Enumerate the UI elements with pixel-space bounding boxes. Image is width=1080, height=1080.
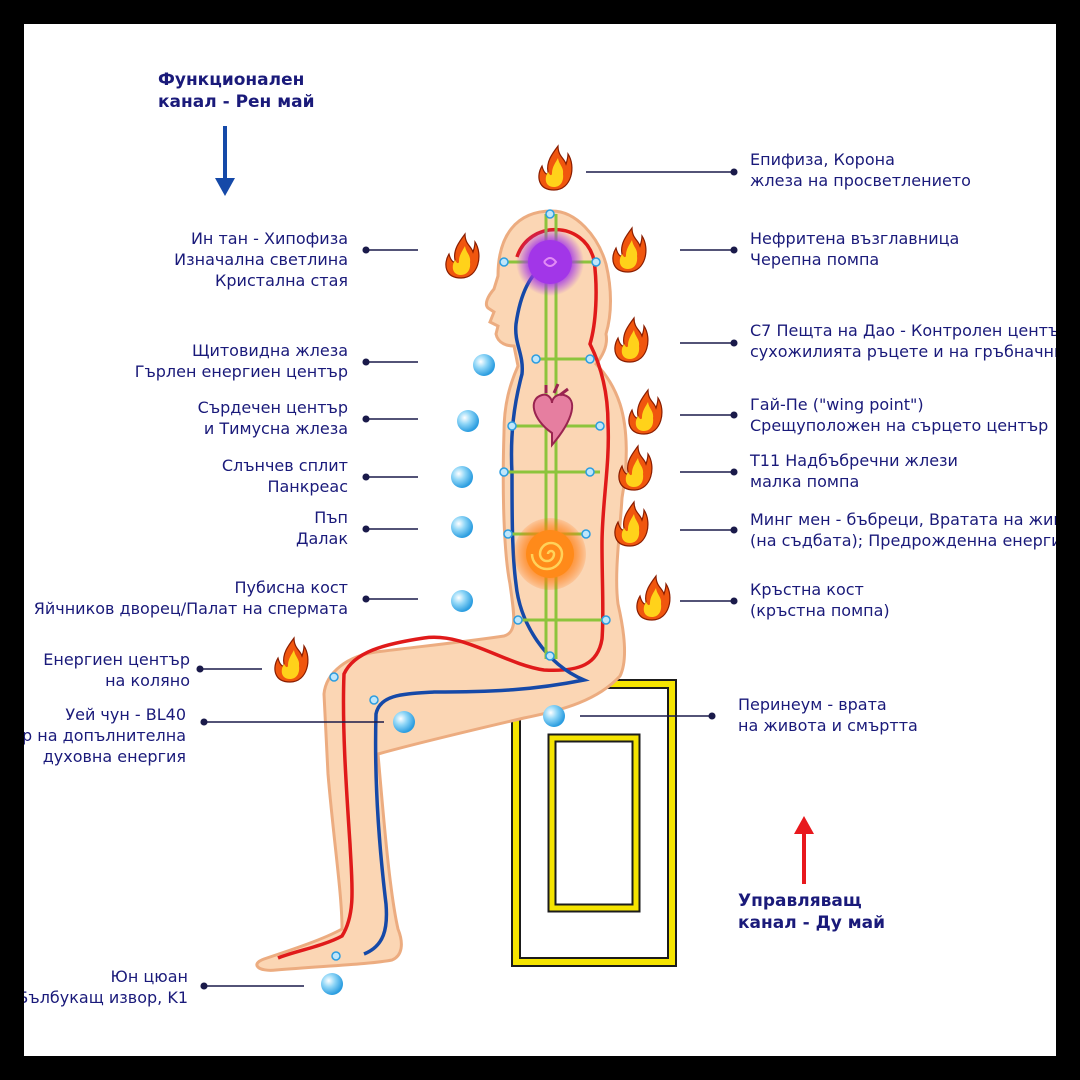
governing-channel-line2: канал - Ду май <box>738 913 885 933</box>
label-navel: Пъп Далак <box>296 508 348 548</box>
flame-icon-t11 <box>618 444 653 491</box>
flame-icon-pituitary <box>445 232 480 279</box>
label-heart-center: Сърдечен център и Тимусна жлеза <box>197 398 348 438</box>
leader-lines <box>196 168 738 990</box>
governing-up-arrow <box>794 816 814 884</box>
label-pubic-bone: Пубисна кост Яйчников дворец/Палат на сп… <box>33 578 348 618</box>
functional-channel-line2: канал - Рен май <box>158 92 315 112</box>
label-t11: T11 Надбъбречни жлези малка помпа <box>750 451 958 491</box>
flame-icon-ming-men <box>614 500 649 547</box>
label-k1: Юн цюан Бълбукащ извор, K1 <box>24 967 188 1007</box>
label-perineum: Перинеум - врата на живота и смъртта <box>738 695 918 735</box>
flame-icon-c7 <box>614 316 649 363</box>
foot-point <box>321 973 343 995</box>
functional-channel-heading: Функционален канал - Рен май <box>158 69 315 113</box>
label-jade-pillow: Нефритена възглавница Черепна помпа <box>750 229 960 269</box>
diagram-art <box>196 126 814 995</box>
governing-channel-line1: Управляващ <box>738 891 862 911</box>
label-pituitary: Ин тан - Хипофиза Изначална светлина Кри… <box>174 229 348 290</box>
label-solar-plexus: Слънчев сплит Панкреас <box>221 456 348 496</box>
heart-icon <box>532 383 573 448</box>
energy-points <box>321 354 565 995</box>
governing-channel-line <box>277 227 611 960</box>
heart-point <box>457 410 479 432</box>
perineum-point <box>543 705 565 727</box>
flames <box>274 144 671 683</box>
throat-point <box>473 354 495 376</box>
channel-points <box>329 209 611 961</box>
flame-icon-sacrum <box>636 574 671 621</box>
knee-back-point <box>393 711 415 733</box>
flame-icon-knee <box>274 636 309 683</box>
label-pineal: Епифиза, Корона жлеза на просветлението <box>750 150 971 190</box>
label-knee-center: Енергиен център на коляно <box>43 650 190 690</box>
flame-icon-jade-pillow <box>612 226 647 273</box>
functional-channel-line1: Функционален <box>158 70 305 90</box>
navel-swirl <box>514 518 586 590</box>
diagram-frame: Функционален канал - Рен май Управляващ … <box>24 24 1056 1056</box>
functional-channel-line <box>363 262 590 956</box>
flame-icon-crown <box>538 144 573 191</box>
pubic-point <box>451 590 473 612</box>
label-ming-men: Минг мен - бъбреци, Вратата на живота (н… <box>750 510 1056 550</box>
governing-channel-heading: Управляващ канал - Ду май <box>738 890 885 934</box>
pituitary-aura <box>516 228 584 296</box>
navel-point <box>451 516 473 538</box>
solar-plexus-point <box>451 466 473 488</box>
stool <box>511 679 677 967</box>
label-c7: C7 Пещта на Дао - Контролен център на су… <box>750 321 1056 361</box>
label-bl40: Уей чун - BL40 Център на допълнителна ду… <box>24 705 186 766</box>
flame-icon-t5 <box>628 388 663 435</box>
label-sacrum: Кръстна кост (кръстна помпа) <box>750 580 890 620</box>
label-wing-point: Гай-Пе ("wing point") Срещуположен на съ… <box>750 395 1049 435</box>
functional-down-arrow <box>215 126 235 196</box>
label-thyroid: Щитовидна жлеза Гърлен енергиен център <box>134 341 348 381</box>
